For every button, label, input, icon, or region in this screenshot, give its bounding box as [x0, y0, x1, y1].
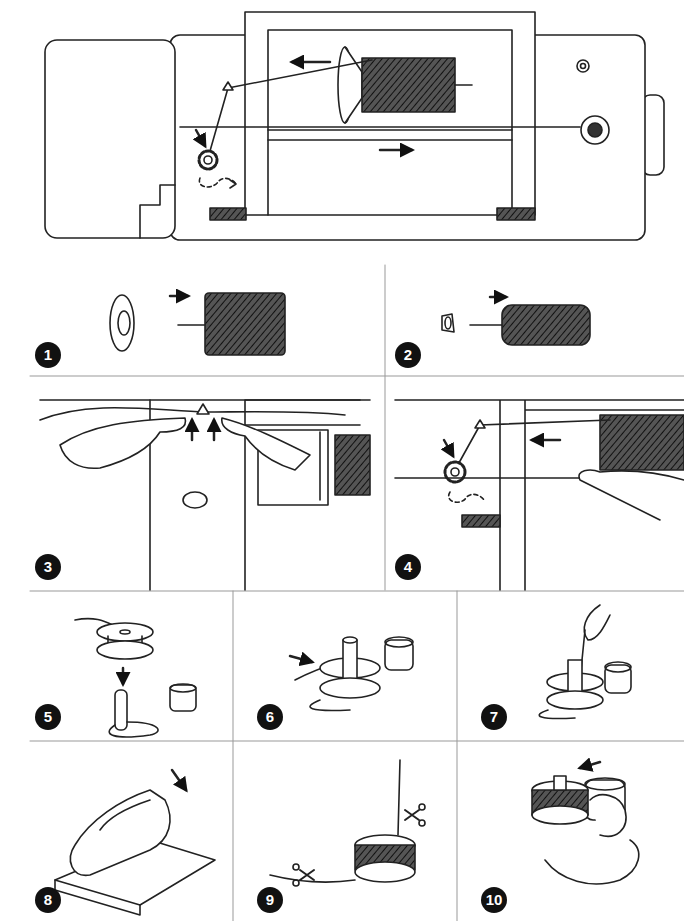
- callout-number-text: 7: [481, 704, 507, 730]
- bobbin-on-spindle: [75, 619, 196, 737]
- bobbin-removed: [532, 762, 639, 884]
- callout-number-text: 3: [35, 554, 61, 580]
- callout-number-text: 8: [35, 887, 61, 913]
- callout-number: 6: [257, 704, 283, 730]
- callout-number: 4: [395, 554, 421, 580]
- callout-number-text: 6: [257, 704, 283, 730]
- callout-number-text: 2: [395, 342, 421, 368]
- callout-number: 7: [481, 704, 507, 730]
- spool-cap-large: [110, 293, 285, 355]
- thread-held-up: [539, 605, 631, 719]
- callout-number: 5: [35, 704, 61, 730]
- foot-pedal: [55, 770, 215, 915]
- thread-cutting: [270, 760, 425, 886]
- sewing-machine: [45, 12, 664, 240]
- callout-number-text: 9: [257, 887, 283, 913]
- callout-number: 2: [395, 342, 421, 368]
- thread-guide-step: [40, 400, 370, 590]
- callout-number: 9: [257, 887, 283, 913]
- callout-number: 1: [35, 342, 61, 368]
- panel-grid: [30, 265, 684, 921]
- callout-number-text: 5: [35, 704, 61, 730]
- tension-disc-step: [395, 400, 684, 590]
- bobbin-pushed: [290, 637, 413, 711]
- callout-number: 8: [35, 887, 61, 913]
- callout-number: 3: [35, 554, 61, 580]
- callout-number-text: 10: [481, 887, 507, 913]
- callout-number-text: 4: [395, 554, 421, 580]
- callout-number-text: 1: [35, 342, 61, 368]
- spool-cap-small: [442, 297, 590, 345]
- callout-number: 10: [481, 887, 507, 913]
